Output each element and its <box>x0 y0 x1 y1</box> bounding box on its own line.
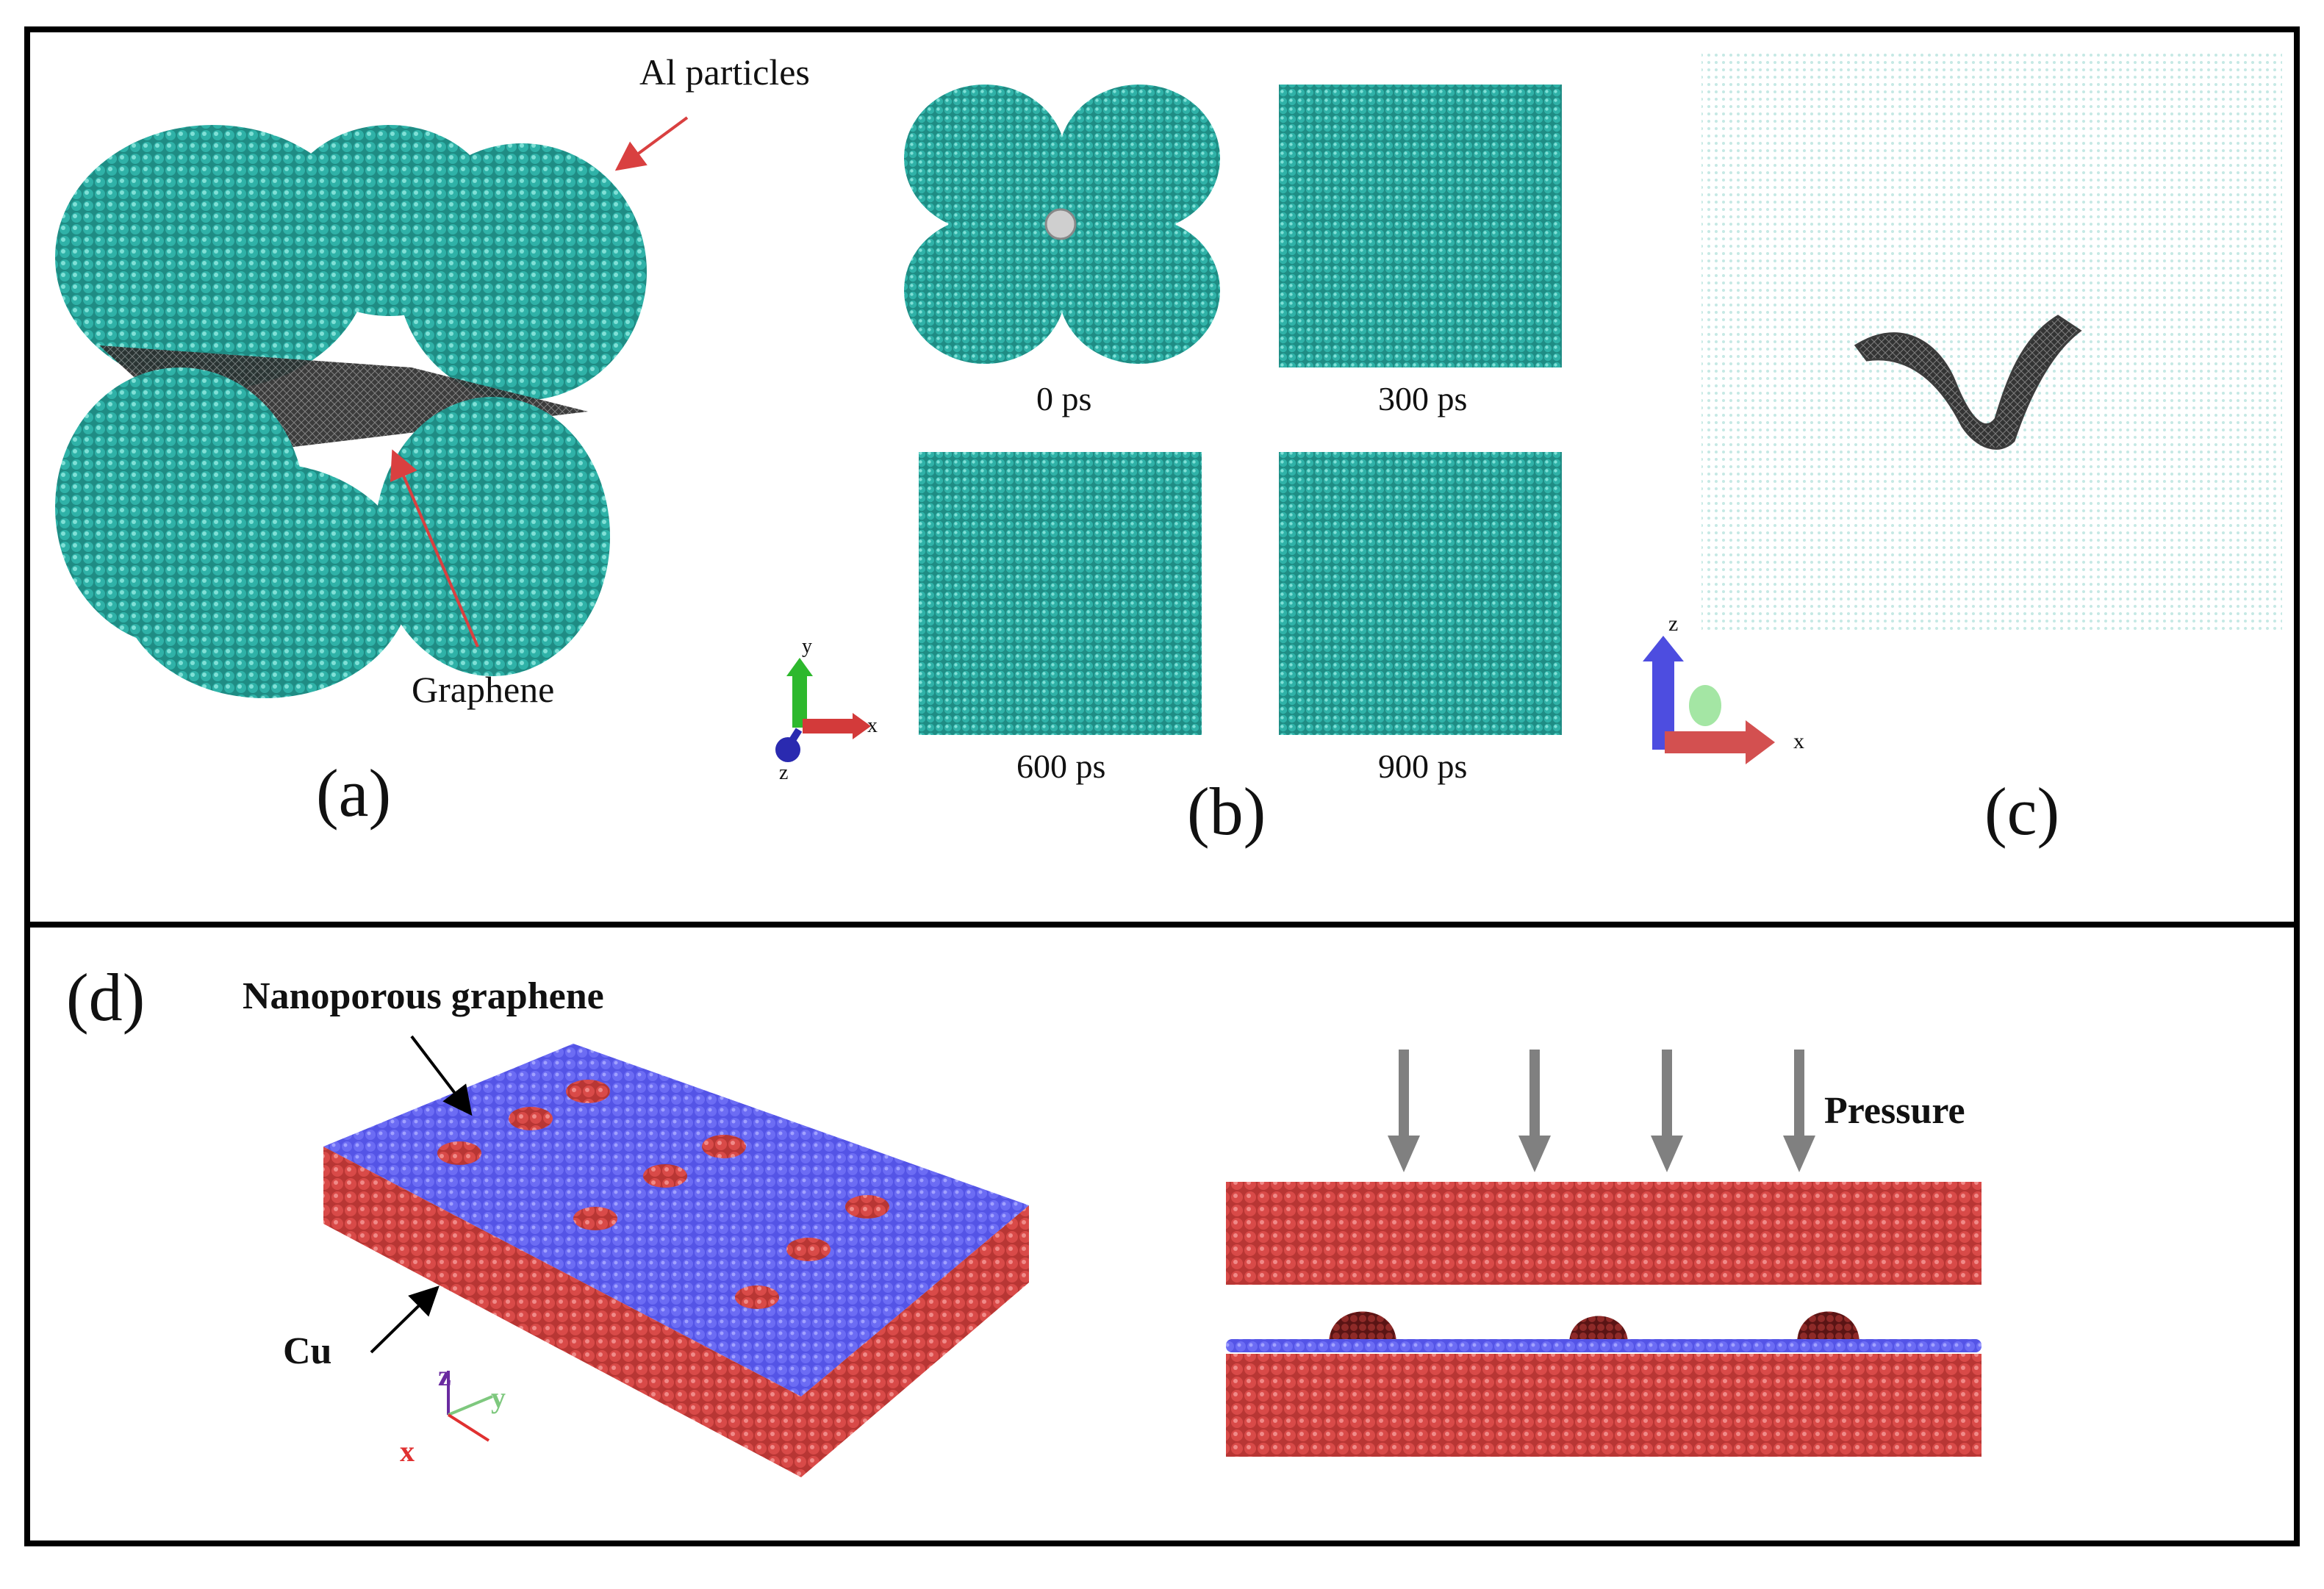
axis-z-label: z <box>1668 611 1678 636</box>
graphene-pore <box>702 1135 746 1158</box>
cu-bottom-slab <box>1226 1354 1982 1457</box>
cu-cluster <box>1569 1316 1628 1344</box>
panel-d: (d) Nanoporous graphene Cu z y <box>66 960 1982 1477</box>
snapshot-300ps <box>1279 85 1562 367</box>
snapshot-time-label: 900 ps <box>1378 747 1467 785</box>
axis-triad-d: z y x <box>400 1359 506 1468</box>
axis-y-label: y <box>491 1381 506 1414</box>
axis-z-label: z <box>438 1359 451 1392</box>
panel-b-label: (b) <box>1187 774 1266 849</box>
al-particle <box>118 463 412 698</box>
panel-b: 0 ps 300 ps 600 ps 900 ps y x z (b) <box>775 85 1562 849</box>
nanoporous-graphene-label: Nanoporous graphene <box>243 975 604 1017</box>
cu-cluster <box>1797 1311 1859 1344</box>
graphene-pore <box>437 1141 481 1165</box>
snapshot-time-label: 600 ps <box>1016 747 1105 785</box>
graphene-pore <box>845 1195 889 1219</box>
axis-triad-b: y x z <box>775 635 878 784</box>
al-particle <box>397 143 647 401</box>
axis-triad-c: z x <box>1643 611 1804 764</box>
graphene-pointer-arrow <box>410 1035 473 1116</box>
graphene-layer-side <box>1226 1339 1982 1352</box>
pressure-arrows <box>1388 1050 1815 1172</box>
al-pointer-arrow <box>614 116 689 171</box>
cu-slab-side <box>801 1205 1029 1477</box>
graphene-pore <box>786 1238 831 1261</box>
panel-a: Al particles Graphene (a) <box>55 51 810 831</box>
cu-slab-front <box>323 1147 801 1477</box>
panel-d-label: (d) <box>66 960 145 1035</box>
al-particle <box>375 397 610 676</box>
graphene-pore <box>735 1285 779 1309</box>
graphene-label: Graphene <box>412 669 554 710</box>
cu-top-slab <box>1226 1182 1982 1285</box>
al-matrix-transparent <box>1701 51 2282 632</box>
graphene-pore <box>643 1164 687 1188</box>
graphene-pore <box>566 1080 610 1103</box>
snapshot-time-label: 0 ps <box>1036 380 1091 417</box>
cu-label: Cu <box>283 1330 331 1372</box>
snapshot-900ps <box>1279 452 1562 735</box>
snapshot-time-label: 300 ps <box>1378 380 1467 417</box>
axis-x-label: x <box>1793 729 1804 753</box>
panel-a-label: (a) <box>316 756 391 831</box>
graphene-pointer-arrow <box>390 449 479 648</box>
panel-c-label: (c) <box>1984 774 2059 849</box>
graphene-wrinkled <box>1854 315 2082 450</box>
pressure-label: Pressure <box>1824 1090 1965 1132</box>
axis-x-label: x <box>867 714 878 737</box>
snapshot-600ps <box>919 452 1202 735</box>
axis-y-label: y <box>802 635 812 658</box>
graphene-pore <box>573 1207 617 1230</box>
al-particles-label: Al particles <box>639 51 810 93</box>
axis-x-label: x <box>400 1435 415 1468</box>
panel-c: z x (c) <box>1643 51 2282 849</box>
bottom-panel-frame <box>24 922 2300 1546</box>
cu-pointer-arrow <box>370 1285 440 1354</box>
cu-graphene-slab <box>323 1044 1029 1477</box>
axis-z-label: z <box>779 761 788 784</box>
graphene-top-surface <box>323 1044 1029 1396</box>
side-view-assembly: Pressure <box>1226 1050 1982 1457</box>
graphene-pore <box>509 1107 553 1130</box>
snapshot-0ps <box>904 85 1220 364</box>
cu-cluster <box>1329 1311 1396 1344</box>
